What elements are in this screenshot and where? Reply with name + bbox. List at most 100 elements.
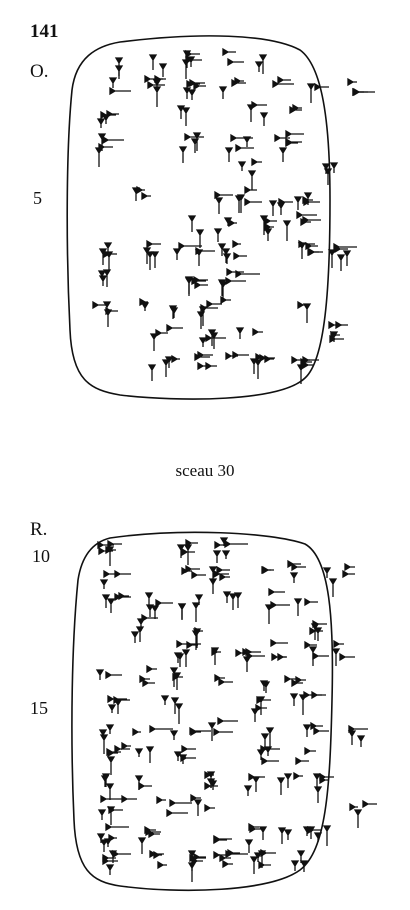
- cuneiform-wedge: [94, 147, 104, 167]
- cuneiform-wedge: [107, 539, 122, 549]
- obverse-signs: [92, 47, 375, 384]
- cuneiform-wedge: [270, 600, 290, 610]
- cuneiform-wedge: [221, 248, 231, 263]
- cuneiform-wedge: [105, 306, 118, 316]
- cuneiform-wedge: [268, 200, 278, 216]
- cuneiform-wedge: [293, 771, 303, 781]
- cuneiform-wedge: [261, 756, 279, 766]
- cuneiform-wedge: [251, 157, 262, 167]
- seal-caption: sceau 30: [175, 461, 235, 480]
- reverse-tablet-outline: [71, 531, 334, 892]
- cuneiform-wedge: [176, 544, 186, 558]
- cuneiform-wedge: [164, 356, 174, 368]
- cuneiform-wedge: [168, 305, 178, 319]
- cuneiform-wedge: [246, 651, 265, 661]
- cuneiform-wedge: [220, 295, 231, 305]
- cuneiform-wedge: [189, 726, 211, 736]
- cuneiform-wedge: [107, 704, 117, 713]
- cuneiform-wedge: [141, 191, 151, 201]
- cuneiform-wedge: [190, 793, 201, 803]
- line-number-15: 15: [30, 698, 48, 718]
- cuneiform-wedge: [296, 364, 306, 384]
- cuneiform-wedge: [299, 860, 309, 872]
- cuneiform-wedge: [140, 302, 150, 311]
- cuneiform-wedge: [114, 744, 130, 754]
- cuneiform-wedge: [153, 850, 162, 860]
- cuneiform-wedge: [106, 806, 116, 825]
- cuneiform-wedge: [264, 354, 274, 364]
- cuneiform-wedge: [172, 672, 183, 682]
- cuneiform-wedge: [103, 569, 118, 579]
- cuneiform-wedge: [282, 220, 292, 241]
- cuneiform-wedge: [213, 727, 233, 737]
- cuneiform-wedge: [105, 670, 122, 680]
- cuneiform-wedge: [142, 247, 152, 264]
- cuneiform-wedge: [272, 79, 294, 89]
- cuneiform-wedge: [178, 241, 202, 251]
- cuneiform-wedge: [102, 135, 124, 145]
- cuneiform-wedge: [258, 826, 268, 840]
- cuneiform-wedge: [349, 802, 358, 812]
- cuneiform-wedge: [185, 564, 200, 574]
- cuneiform-wedge: [187, 862, 197, 882]
- cuneiform-wedge: [256, 696, 266, 715]
- cuneiform-wedge: [330, 330, 340, 340]
- cuneiform-wedge: [295, 675, 306, 685]
- cuneiform-wedge: [278, 197, 293, 207]
- cuneiform-wedge: [194, 352, 210, 362]
- cuneiform-wedge: [248, 822, 259, 832]
- cuneiform-wedge: [191, 602, 201, 622]
- cuneiform-wedge: [194, 280, 208, 290]
- cuneiform-wedge: [292, 103, 302, 113]
- cuneiform-wedge: [222, 859, 233, 869]
- cuneiform-wedge: [297, 300, 307, 310]
- cuneiform-wedge: [173, 751, 183, 761]
- cuneiform-wedge: [232, 239, 241, 249]
- cuneiform-wedge: [249, 856, 259, 874]
- cuneiform-wedge: [246, 104, 256, 122]
- obverse-tablet-drawing: [0, 30, 410, 410]
- cuneiform-wedge: [99, 734, 109, 754]
- cuneiform-wedge: [98, 546, 113, 556]
- cuneiform-wedge: [302, 195, 313, 205]
- cuneiform-wedge: [106, 109, 119, 119]
- reverse-label: R.: [30, 519, 48, 540]
- cuneiform-wedge: [138, 781, 152, 791]
- cuneiform-wedge: [289, 572, 299, 583]
- cuneiform-wedge: [283, 829, 293, 840]
- cuneiform-wedge: [313, 832, 323, 842]
- cuneiform-wedge: [312, 619, 327, 629]
- cuneiform-wedge: [160, 695, 170, 705]
- cuneiform-wedge: [106, 598, 116, 613]
- cuneiform-wedge: [172, 248, 182, 260]
- cuneiform-wedge: [250, 708, 260, 722]
- cuneiform-wedge: [99, 839, 109, 852]
- cuneiform-wedge: [251, 776, 261, 792]
- cuneiform-wedge: [339, 652, 355, 662]
- cuneiform-wedge: [236, 194, 246, 213]
- cuneiform-wedge: [134, 775, 144, 790]
- cuneiform-wedge: [347, 77, 357, 87]
- cuneiform-wedge: [187, 89, 197, 100]
- cuneiform-wedge: [95, 669, 105, 680]
- cuneiform-wedge: [98, 275, 108, 286]
- cuneiform-wedge: [244, 839, 254, 853]
- cuneiform-wedge: [113, 695, 130, 705]
- cuneiform-wedge: [105, 724, 115, 734]
- cuneiform-wedge: [218, 86, 228, 99]
- cuneiform-wedge: [108, 850, 118, 863]
- line-number-10: 10: [32, 546, 50, 566]
- cuneiform-wedge: [184, 132, 204, 142]
- cuneiform-wedge: [198, 337, 208, 347]
- cuneiform-wedge: [134, 748, 144, 757]
- cuneiform-wedge: [277, 827, 287, 844]
- cuneiform-wedge: [302, 215, 321, 225]
- cuneiform-wedge: [219, 537, 229, 546]
- cuneiform-wedge: [295, 756, 309, 766]
- cuneiform-wedge: [218, 677, 233, 687]
- cuneiform-wedge: [158, 63, 168, 77]
- cuneiform-wedge: [114, 592, 131, 602]
- cuneiform-wedge: [252, 327, 263, 337]
- cuneiform-wedge: [291, 355, 310, 365]
- cuneiform-wedge: [144, 74, 166, 84]
